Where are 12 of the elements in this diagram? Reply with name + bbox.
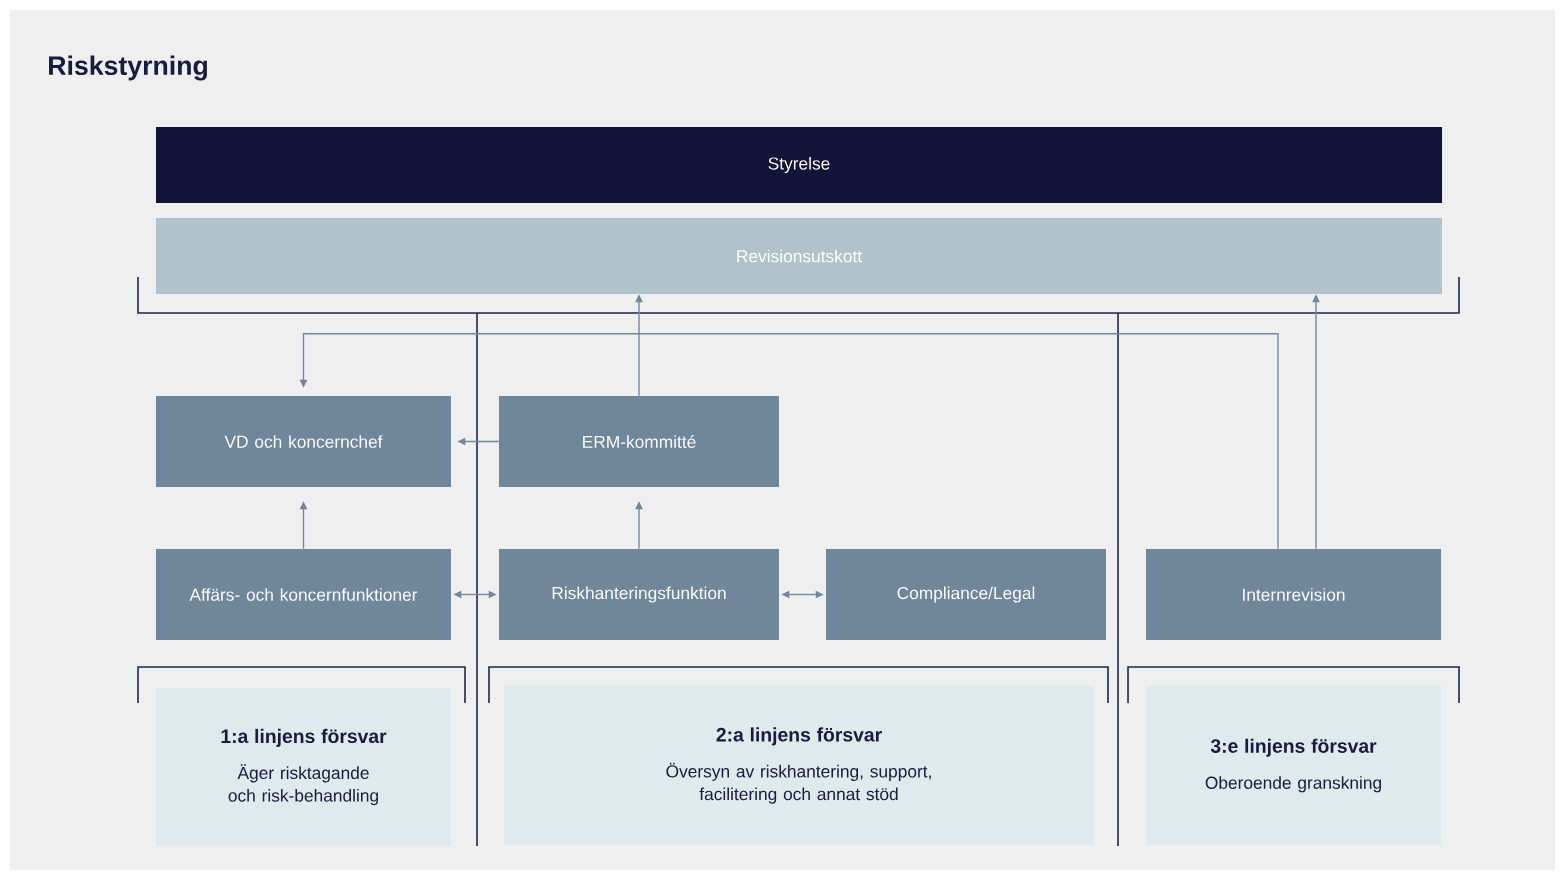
defense-line-panel: 3:e linjens försvar Oberoende granskning bbox=[1146, 686, 1441, 845]
title: Riskstyrning bbox=[49, 55, 207, 81]
process-box: Internrevision bbox=[1146, 549, 1441, 640]
defense-line-panel: 2:a linjens försvar Översyn av riskhantering, support, facilitering och annat stöd bbox=[504, 686, 1094, 845]
process-box: Affärs- och koncernfunktioner bbox=[156, 549, 451, 640]
defense-line-panel: 1:a linjens försvar Äger risktagande och risk-behandling bbox=[156, 688, 451, 846]
process-box: VD och koncernchef bbox=[156, 396, 451, 487]
process-box: Revisionsutskott bbox=[156, 218, 1442, 294]
process-box: Riskhanteringsfunktion bbox=[499, 549, 779, 640]
process-box: Compliance/Legal bbox=[826, 549, 1106, 640]
process-box: Styrelse bbox=[156, 127, 1442, 203]
process-box: ERM-kommitté bbox=[499, 396, 779, 487]
